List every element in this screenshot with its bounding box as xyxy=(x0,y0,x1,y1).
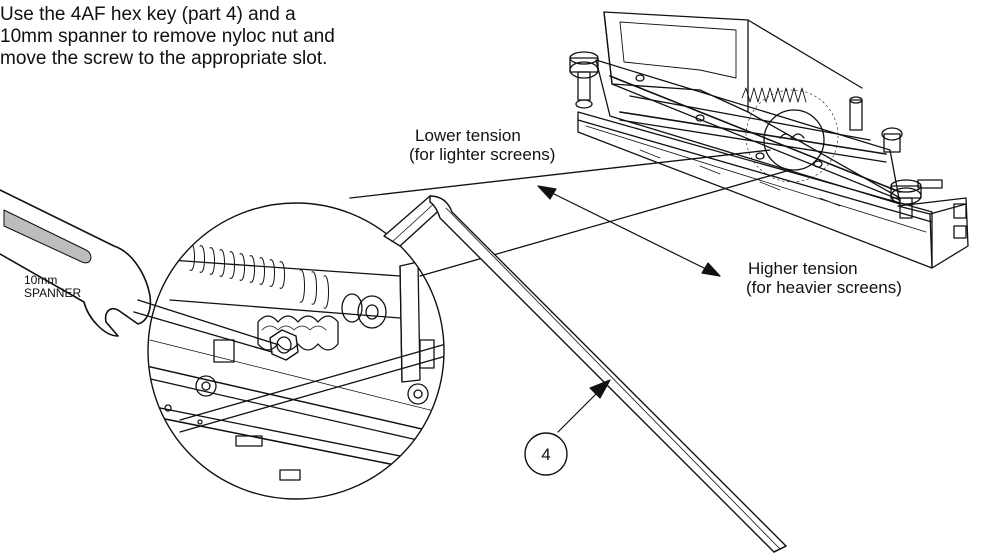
tension-direction-arrow xyxy=(537,185,721,277)
instruction-line-2: 10mm spanner to remove nyloc nut and xyxy=(0,26,335,47)
spring-coil xyxy=(741,87,807,103)
lower-tension-note: (for lighter screens) xyxy=(409,145,556,164)
lower-tension-title: Lower tension xyxy=(415,126,521,145)
leader-line-upper xyxy=(349,149,771,199)
left-adjustment-knob xyxy=(569,51,599,109)
callout-number: 4 xyxy=(541,445,551,464)
instruction-text: Use the 4AF hex key (part 4) and a 10mm … xyxy=(0,4,335,70)
leader-line-lower xyxy=(419,169,791,277)
spanner-label: 10mm SPANNER xyxy=(24,274,81,300)
spanner-name: SPANNER xyxy=(24,286,82,300)
callout-circle xyxy=(524,432,568,476)
hex-key-tool xyxy=(383,195,787,553)
callout-leader xyxy=(557,379,611,433)
magnified-detail-border xyxy=(147,202,445,500)
higher-tension-label: Higher tension (for heavier screens) xyxy=(746,259,902,297)
instruction-line-3: move the screw to the appropriate slot. xyxy=(0,48,328,69)
higher-tension-note: (for heavier screens) xyxy=(746,278,902,297)
right-adjustment-knob xyxy=(890,179,943,219)
detail-circle-small xyxy=(763,109,825,171)
magnified-detail xyxy=(148,243,444,481)
lower-tension-label: Lower tension (for lighter screens) xyxy=(409,126,555,164)
spanner-tool xyxy=(0,189,277,353)
instruction-line-1: Use the 4AF hex key (part 4) and a xyxy=(0,4,296,25)
higher-tension-title: Higher tension xyxy=(748,259,858,278)
nyloc-nut xyxy=(269,329,299,361)
magnified-spring xyxy=(189,243,329,309)
spanner-size: 10mm xyxy=(24,273,58,287)
tensioner-assembly-drawing xyxy=(569,11,969,269)
